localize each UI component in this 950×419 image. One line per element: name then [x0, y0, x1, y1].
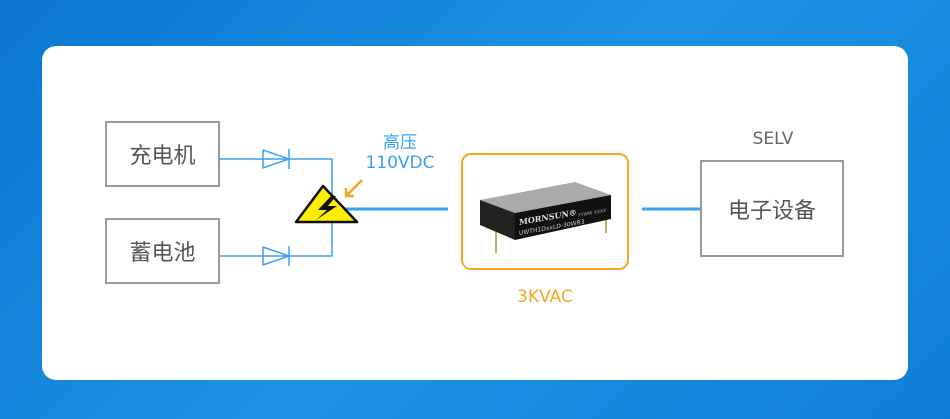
wire-bottom — [220, 210, 333, 257]
high-voltage-label: 高压 110VDC — [360, 128, 440, 173]
isolation-label: 3KVAC — [517, 287, 573, 307]
dc-dc-module-image: MORNSUN® UWTH1DxxLD-30WR3 YYWW XXXX — [480, 182, 611, 253]
arrow-icon — [344, 179, 363, 198]
charger-box: 充电机 — [105, 121, 220, 187]
battery-box: 蓄电池 — [105, 218, 220, 284]
module-frame: MORNSUN® UWTH1DxxLD-30WR3 YYWW XXXX — [461, 153, 629, 270]
high-voltage-warning-icon — [294, 184, 359, 224]
charger-label: 充电机 — [129, 144, 196, 169]
diagram-card — [42, 46, 908, 380]
load-label: 电子设备 — [727, 198, 816, 224]
module-code: YYWW XXXX — [577, 208, 606, 219]
load-box: 电子设备 — [700, 160, 844, 257]
diode-top-icon — [262, 148, 292, 170]
hv-line1: 高压 — [383, 133, 417, 153]
wire-top — [220, 158, 333, 208]
battery-label: 蓄电池 — [129, 241, 196, 266]
diode-bottom-icon — [262, 245, 292, 267]
selv-label: SELV — [752, 129, 794, 149]
hv-line2: 110VDC — [365, 153, 435, 173]
